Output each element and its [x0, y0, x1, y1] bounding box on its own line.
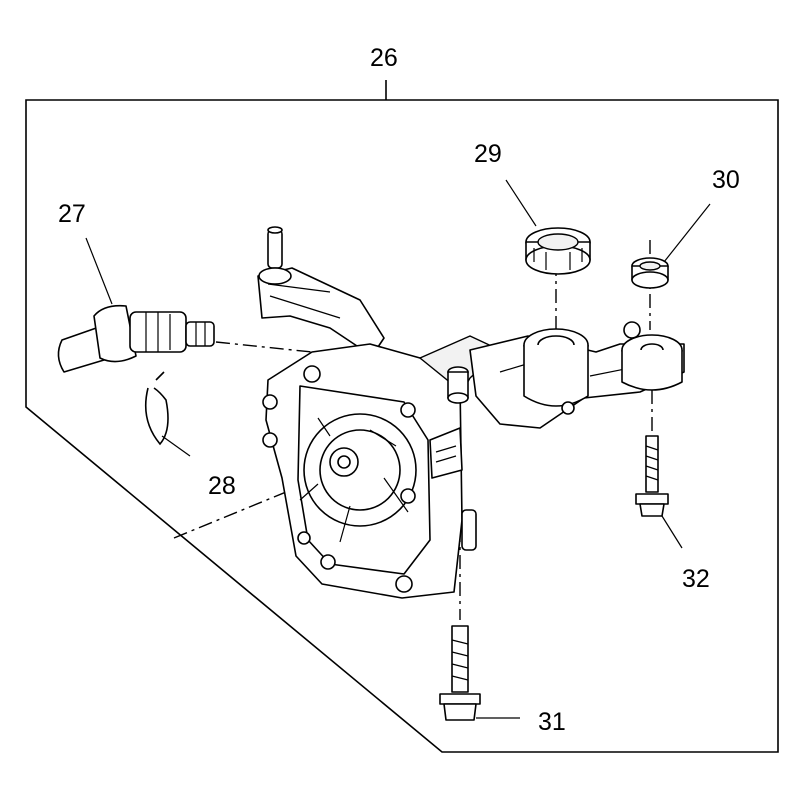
leader-30: [663, 203, 711, 263]
callout-30: 30: [712, 166, 740, 194]
callout-26: 26: [370, 44, 398, 72]
pump-housing: [262, 335, 501, 599]
part-30-seal: [631, 257, 669, 289]
leader-27: [85, 237, 113, 305]
callout-27: 27: [58, 200, 86, 228]
part-32-bolt: [635, 435, 669, 517]
part-31-bolt: [439, 625, 481, 721]
assembly-boundary: [25, 99, 779, 753]
callout-29: 29: [474, 140, 502, 168]
leader-32: [661, 515, 683, 549]
leader-29: [505, 179, 537, 227]
centerline-solenoid: [215, 341, 313, 353]
callout-28: 28: [208, 472, 236, 500]
upper-bracket-arm: [257, 226, 385, 357]
right-bracket: [469, 321, 685, 429]
callout-32: 32: [682, 565, 710, 593]
leader-28: [161, 435, 191, 457]
callout-31: 31: [538, 708, 566, 736]
part-28-clip: [144, 371, 169, 446]
part-29-seal: [525, 227, 591, 275]
part-27-solenoid: [57, 304, 215, 373]
